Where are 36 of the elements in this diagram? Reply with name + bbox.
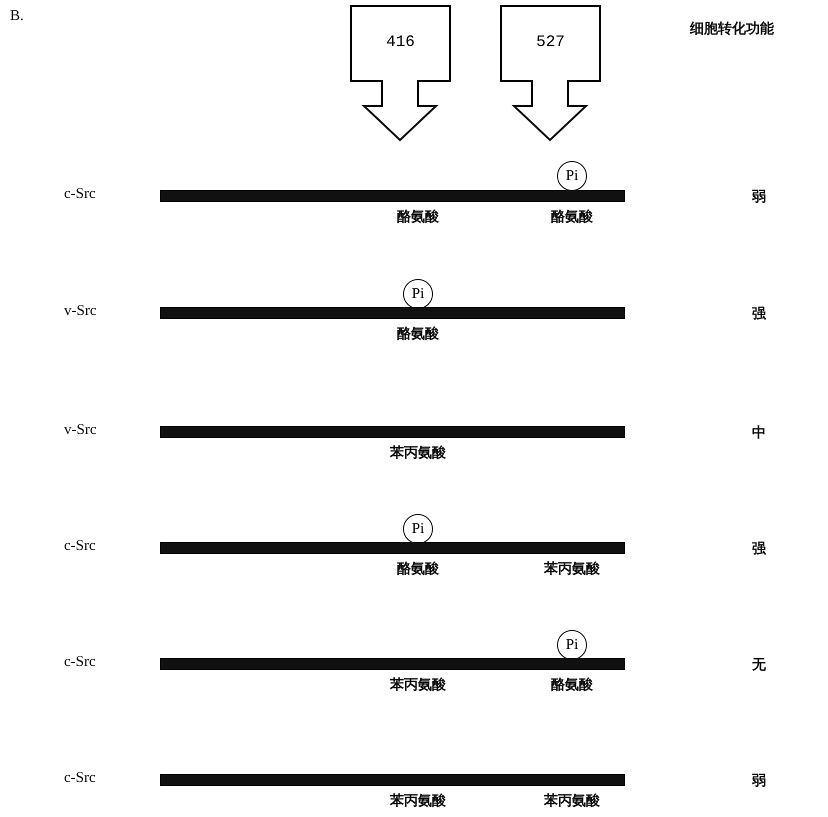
column-header: 细胞转化功能 <box>690 20 774 38</box>
function-level: 强 <box>752 305 766 323</box>
protein-bar <box>160 426 625 438</box>
protein-name: v-Src <box>64 303 96 320</box>
residue-label: 苯丙氨酸 <box>388 444 447 462</box>
protein-name: v-Src <box>64 422 96 439</box>
protein-name: c-Src <box>64 770 96 787</box>
residue-label: 酪氨酸 <box>550 208 594 226</box>
phosphate-circle: Pi <box>557 630 587 660</box>
protein-name: c-Src <box>64 538 96 555</box>
function-level: 弱 <box>752 772 766 790</box>
protein-bar <box>160 542 625 554</box>
phosphate-circle: Pi <box>403 514 433 544</box>
phosphate-circle: Pi <box>403 279 433 309</box>
residue-label: 苯丙氨酸 <box>542 560 601 578</box>
protein-name: c-Src <box>64 654 96 671</box>
block-arrow: 416 <box>350 5 451 142</box>
protein-bar <box>160 190 625 202</box>
phosphate-circle: Pi <box>557 161 587 191</box>
residue-label: 酪氨酸 <box>396 208 440 226</box>
residue-label: 酪氨酸 <box>396 325 440 343</box>
protein-name: c-Src <box>64 186 96 203</box>
function-level: 弱 <box>752 188 766 206</box>
block-arrow: 527 <box>500 5 601 142</box>
protein-bar <box>160 307 625 319</box>
residue-label: 苯丙氨酸 <box>388 792 447 810</box>
protein-bar <box>160 658 625 670</box>
function-level: 无 <box>752 656 766 674</box>
function-level: 中 <box>752 424 766 442</box>
function-level: 强 <box>752 540 766 558</box>
protein-bar <box>160 774 625 786</box>
residue-label: 苯丙氨酸 <box>542 792 601 810</box>
residue-label: 酪氨酸 <box>396 560 440 578</box>
panel-letter: B. <box>10 8 24 25</box>
residue-label: 苯丙氨酸 <box>388 676 447 694</box>
residue-label: 酪氨酸 <box>550 676 594 694</box>
